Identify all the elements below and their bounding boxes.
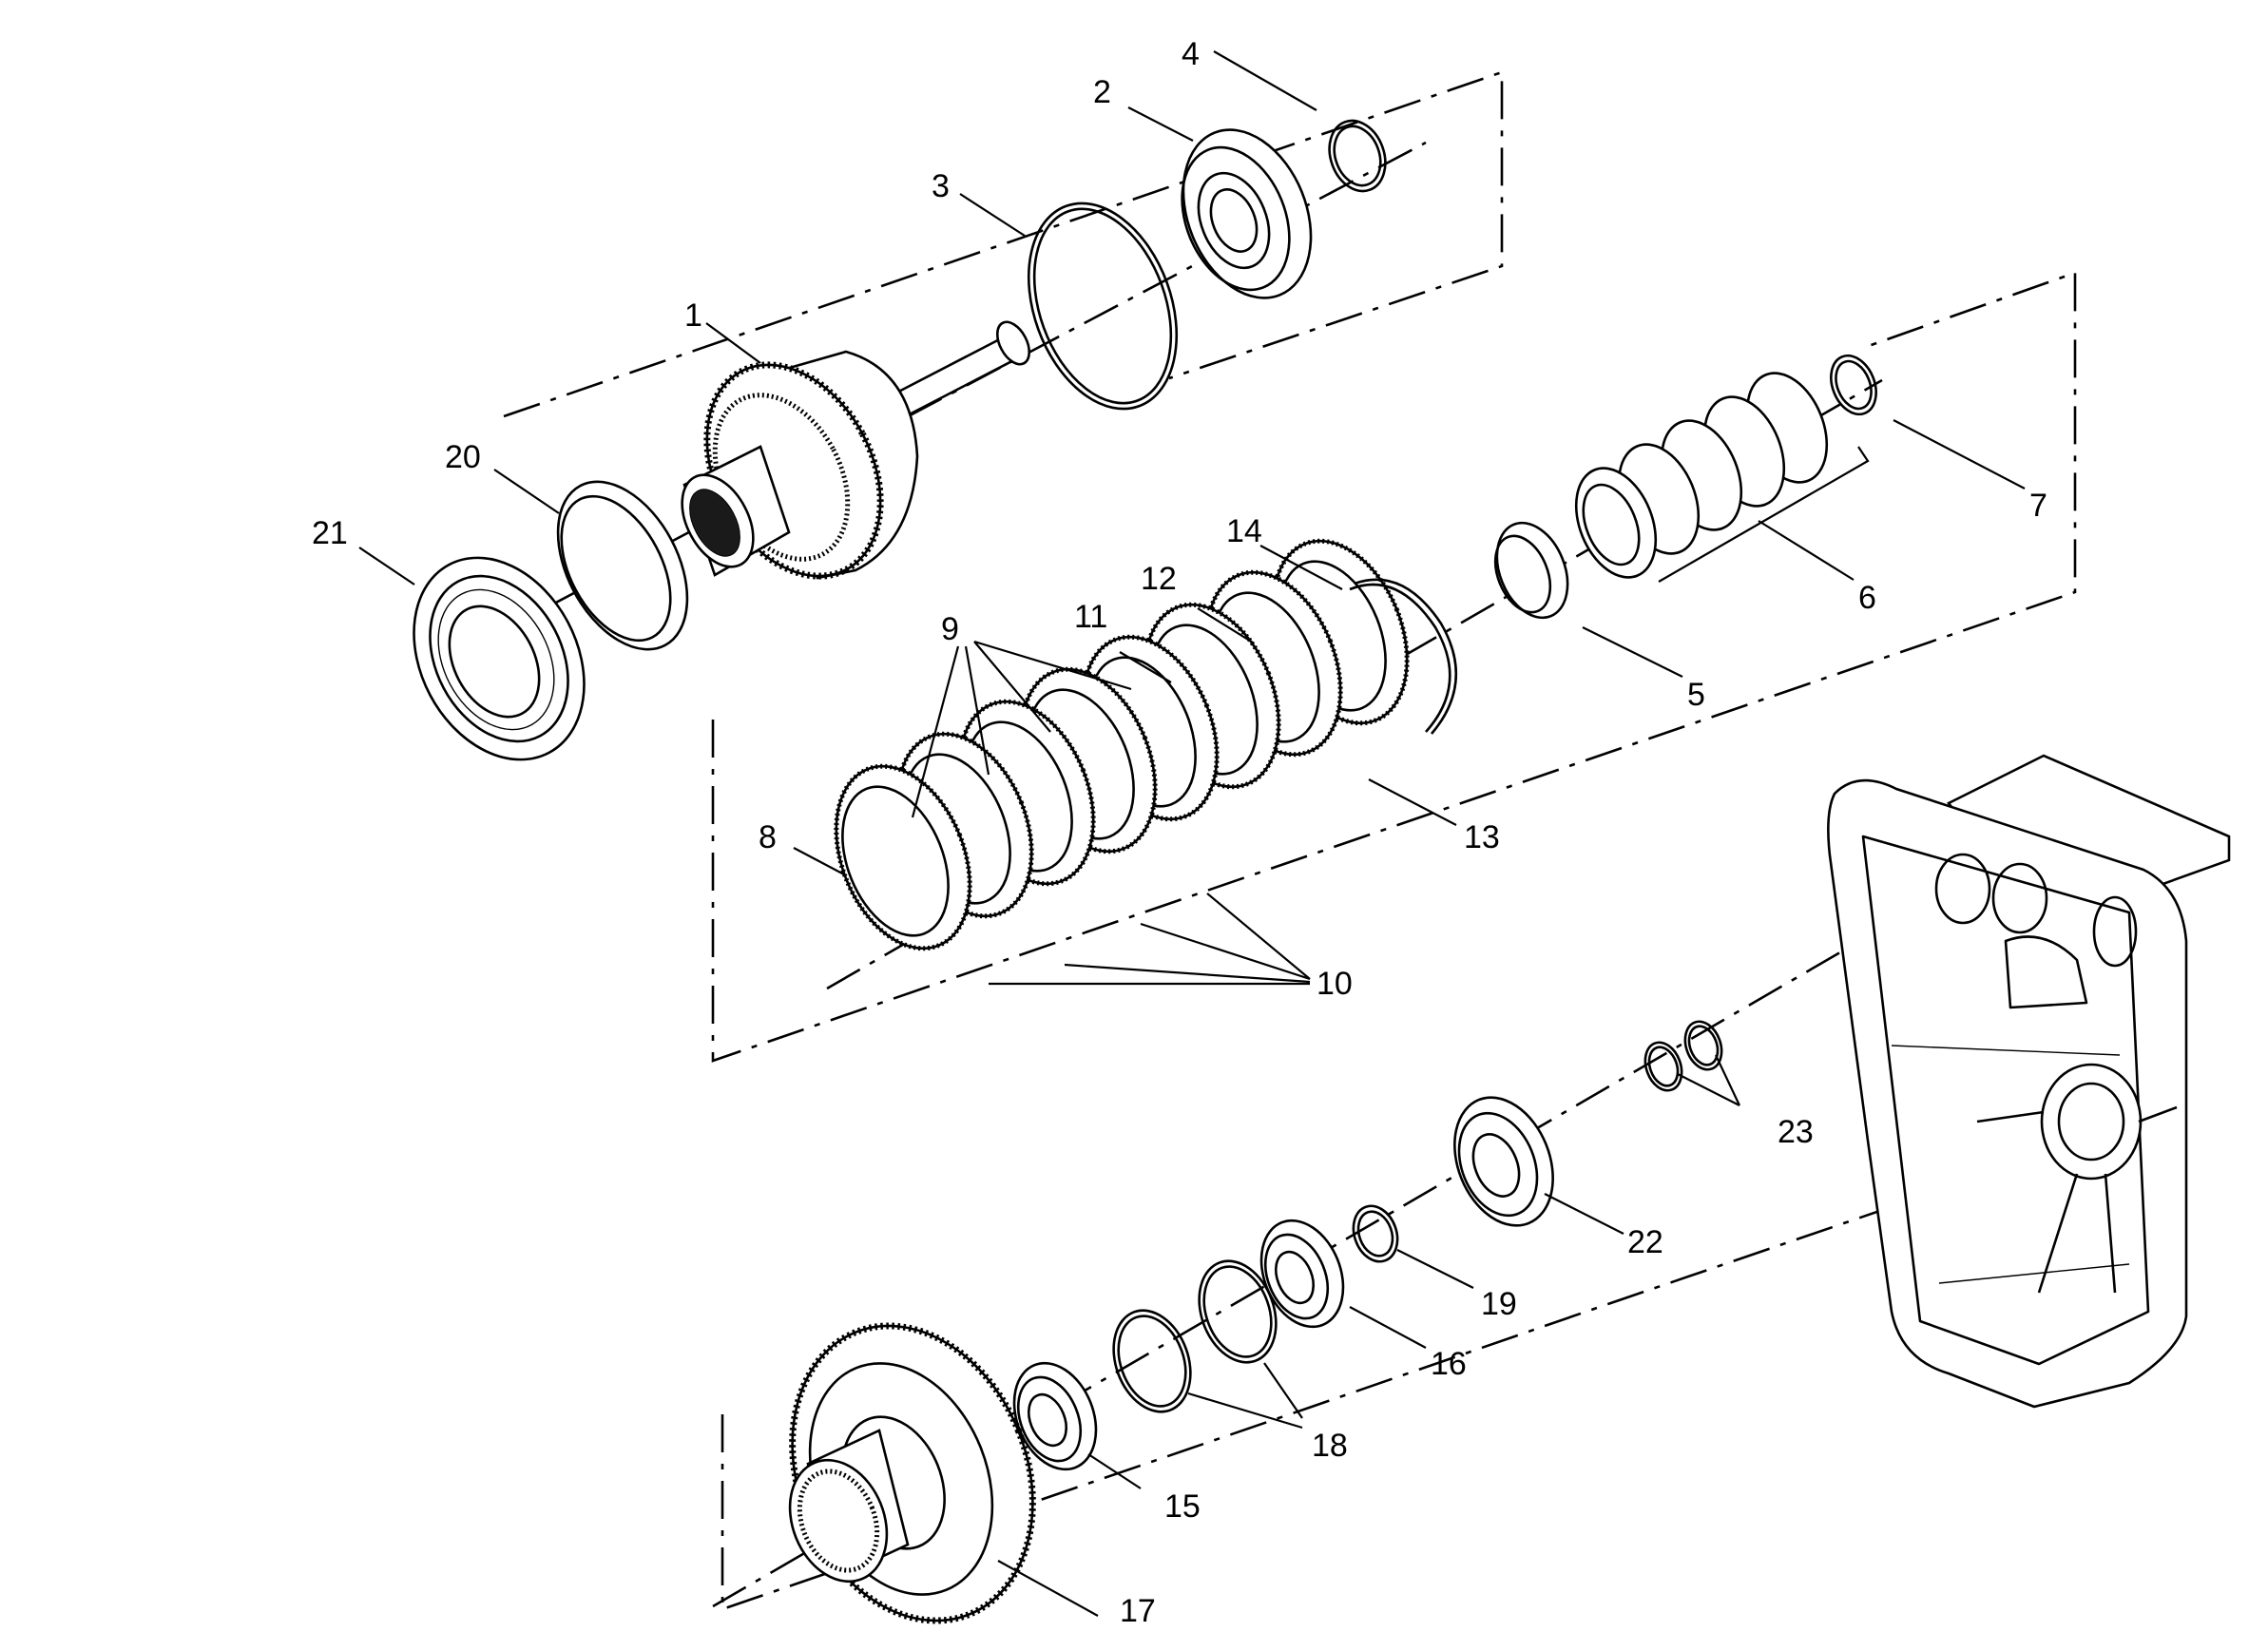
callout-8: 8 xyxy=(759,819,777,855)
part-19-snap-ring xyxy=(1352,1204,1399,1263)
part-4-snap-ring xyxy=(1328,119,1387,193)
callout-23: 23 xyxy=(1778,1114,1814,1150)
clutch-disc-pack xyxy=(834,538,1410,951)
part-2-piston xyxy=(1181,128,1313,299)
callout-4: 4 xyxy=(1182,36,1200,72)
part-18-snap-rings xyxy=(1112,1259,1278,1413)
callout-20: 20 xyxy=(445,439,481,475)
callout-21: 21 xyxy=(312,515,348,551)
callout-22: 22 xyxy=(1627,1224,1663,1260)
callout-13: 13 xyxy=(1464,819,1500,855)
callout-11: 11 xyxy=(1074,599,1107,635)
part-17-gear xyxy=(788,1322,1036,1624)
callout-2: 2 xyxy=(1093,74,1111,110)
part-1-clutch-drum xyxy=(681,320,1031,580)
callout-3: 3 xyxy=(932,168,950,204)
part-22-bearing xyxy=(1453,1096,1554,1227)
part-14-snap-ring-inner xyxy=(1354,578,1458,735)
callout-labels: 1 2 3 4 5 6 7 8 9 10 11 12 13 14 15 16 1… xyxy=(312,36,2047,1629)
part-16-bearing xyxy=(1259,1219,1345,1329)
callout-16: 16 xyxy=(1431,1346,1467,1382)
callout-19: 19 xyxy=(1481,1286,1517,1322)
part-5-bushing xyxy=(1493,521,1569,620)
upper-group-frame xyxy=(503,70,1504,418)
lower-axis xyxy=(712,882,1959,1608)
part-21-bearing xyxy=(413,556,586,761)
part-3-o-ring xyxy=(1027,202,1179,411)
callout-18: 18 xyxy=(1312,1428,1348,1464)
part-6-spring-pack xyxy=(1574,372,1829,579)
part-23-o-rings xyxy=(1643,1020,1723,1092)
middle-group-frame xyxy=(711,271,2077,1063)
callout-17: 17 xyxy=(1120,1593,1156,1629)
part-7-snap-ring xyxy=(1830,354,1877,416)
part-14-snap-ring xyxy=(1349,583,1451,733)
callout-10: 10 xyxy=(1317,966,1353,1002)
callout-1: 1 xyxy=(684,298,702,334)
callout-5: 5 xyxy=(1687,677,1705,713)
part-20-ring xyxy=(556,480,689,651)
callout-12: 12 xyxy=(1141,561,1177,597)
part-15-bearing xyxy=(1012,1361,1098,1471)
callout-7: 7 xyxy=(2029,488,2047,524)
callout-15: 15 xyxy=(1164,1488,1201,1525)
callout-14: 14 xyxy=(1226,513,1262,549)
callout-6: 6 xyxy=(1858,580,1876,616)
leader-lines xyxy=(358,50,2026,1617)
transmission-housing xyxy=(1827,754,2231,1409)
callout-9: 9 xyxy=(941,611,959,647)
